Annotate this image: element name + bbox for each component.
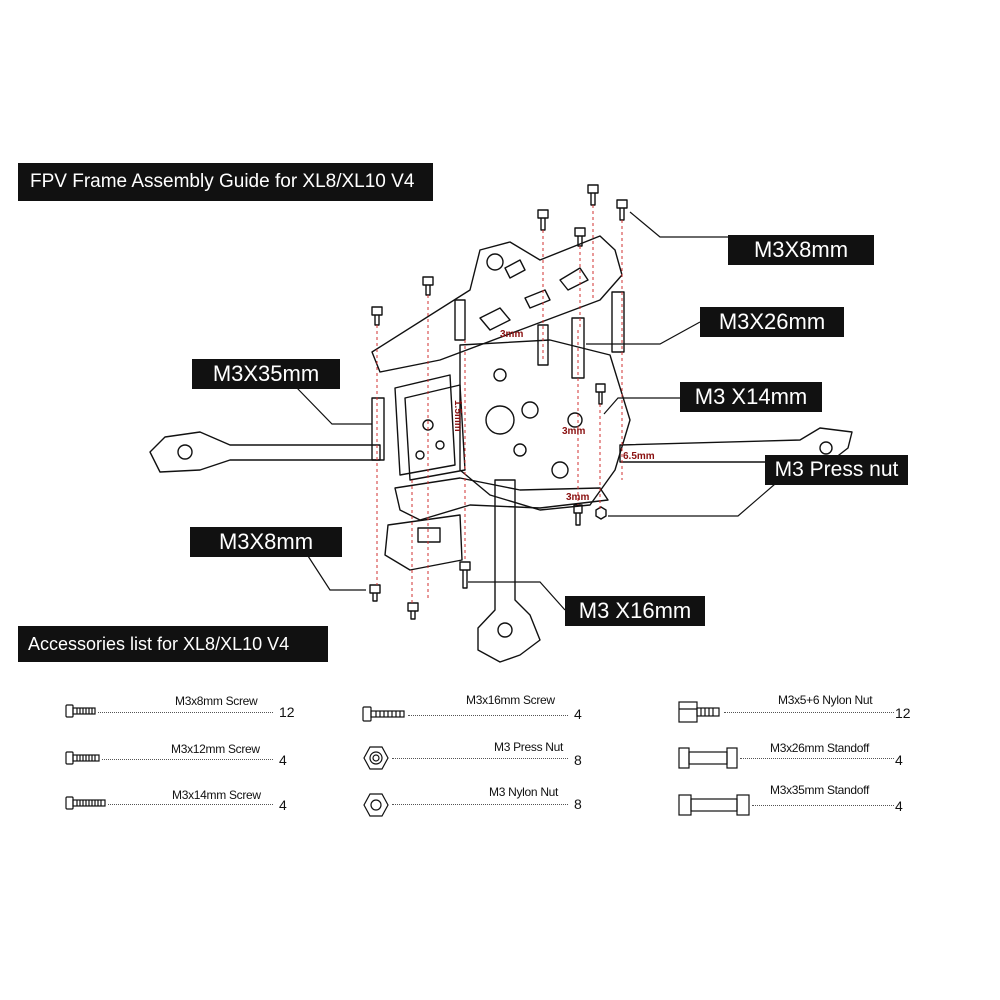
dimension-label: 3mm xyxy=(500,329,523,340)
top-plate xyxy=(371,235,623,373)
nylon-spacer-nut-icon xyxy=(678,701,720,723)
screw-xlong-icon xyxy=(362,706,405,722)
accessory-qty: 4 xyxy=(895,798,903,814)
bottom-arm-left xyxy=(149,431,381,473)
accessory-qty: 4 xyxy=(279,797,287,813)
accessory-label: M3x35mm Standoff xyxy=(770,783,870,797)
bottom-small-plate xyxy=(384,514,463,571)
accessory-qty: 4 xyxy=(279,752,287,768)
nylon-nut-icon xyxy=(363,793,389,817)
standoff-35-icon xyxy=(678,794,750,816)
press-nut-icon xyxy=(363,746,389,770)
standoff-35-mid xyxy=(454,299,466,341)
accessory-qty: 4 xyxy=(574,706,582,722)
screw-long-icon xyxy=(65,796,106,810)
leader-dots xyxy=(392,758,568,759)
accessory-qty: 12 xyxy=(895,705,911,721)
accessory-label: M3x12mm Screw xyxy=(171,742,260,756)
callout-top-screw: M3X8mm xyxy=(728,235,874,265)
leader-dots xyxy=(408,715,568,716)
callout-bottom-screw: M3X8mm xyxy=(190,527,342,557)
accessory-qty: 12 xyxy=(279,704,295,720)
accessory-label: M3x26mm Standoff xyxy=(770,741,870,755)
accessory-label: M3x14mm Screw xyxy=(172,788,261,802)
lower-plate xyxy=(394,477,609,521)
accessory-qty: 8 xyxy=(574,752,582,768)
leader-dots xyxy=(98,712,273,713)
callout-screw-14: M3 X14mm xyxy=(680,382,822,412)
accessory-label: M3x16mm Screw xyxy=(466,693,555,707)
camera-plate-rear xyxy=(394,374,456,476)
standoff-26-far xyxy=(611,291,625,353)
assembly-guide-banner: FPV Frame Assembly Guide for XL8/XL10 V4 xyxy=(18,163,433,201)
callout-screw-16: M3 X16mm xyxy=(565,596,705,626)
dimension-label: 3mm xyxy=(562,426,585,437)
accessory-label: M3 Nylon Nut xyxy=(489,785,559,799)
screw-short-icon xyxy=(65,704,96,718)
bottom-arm-right xyxy=(619,427,853,463)
bottom-arm-front xyxy=(477,479,541,663)
leader-dots xyxy=(740,758,894,759)
standoff-26-icon xyxy=(678,747,738,769)
callout-press-nut: M3 Press nut xyxy=(765,455,908,485)
accessory-qty: 8 xyxy=(574,796,582,812)
center-plate xyxy=(459,339,631,511)
standoff-35-left xyxy=(371,397,385,461)
dimension-label: 1.5mm xyxy=(452,400,463,432)
accessory-label: M3x8mm Screw xyxy=(175,694,258,708)
callout-standoff-26: M3X26mm xyxy=(700,307,844,337)
dimension-label: 6.5mm xyxy=(623,451,655,462)
accessories-banner: Accessories list for XL8/XL10 V4 xyxy=(18,626,328,662)
standoff-26-rear xyxy=(537,324,549,366)
leader-dots xyxy=(724,712,894,713)
accessory-label: M3 Press Nut xyxy=(494,740,564,754)
leader-dots xyxy=(752,805,894,806)
screw-medium-icon xyxy=(65,751,100,765)
camera-plate-front xyxy=(404,384,466,481)
accessory-label: M3x5+6 Nylon Nut xyxy=(778,693,873,707)
leader-dots xyxy=(392,804,568,805)
accessory-qty: 4 xyxy=(895,752,903,768)
callout-standoff-35: M3X35mm xyxy=(192,359,340,389)
leader-dots xyxy=(102,759,273,760)
leader-dots xyxy=(108,804,273,805)
dimension-label: 3mm xyxy=(566,492,589,503)
